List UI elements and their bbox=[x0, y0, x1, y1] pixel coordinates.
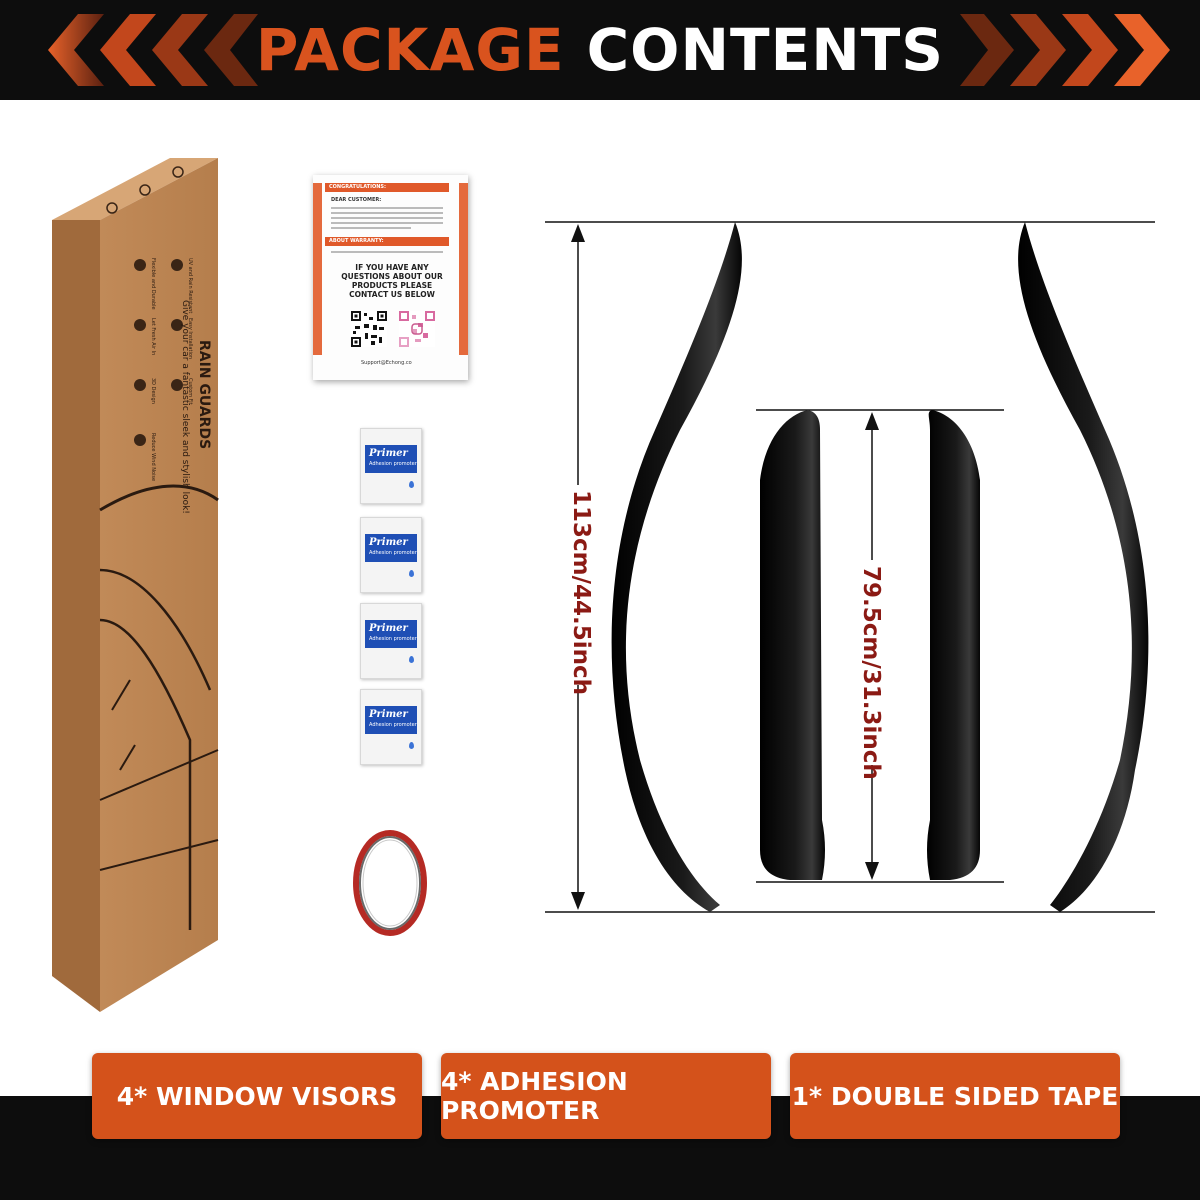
chevron-left-icon bbox=[48, 14, 258, 86]
qr-code-icon bbox=[351, 311, 387, 347]
drop-icon bbox=[409, 481, 414, 488]
drop-icon bbox=[409, 742, 414, 749]
leaflet-congrats: CONGRATULATIONS: bbox=[325, 183, 449, 192]
front-visor-dimension: 113cm/44.5inch bbox=[568, 490, 594, 696]
leaflet-warranty: ABOUT WARRANTY: bbox=[325, 237, 449, 246]
box-feature-5: Custom Fit bbox=[187, 378, 193, 405]
title-package: PACKAGE bbox=[255, 16, 565, 84]
box-feature-3: Easy Installation bbox=[187, 318, 193, 359]
primer-sachet: Primer Adhesion promoter bbox=[360, 517, 422, 593]
leaflet-email: Support@Echong.co bbox=[361, 360, 412, 366]
primer-sub: Adhesion promoter bbox=[369, 636, 417, 642]
product-box: RAIN GUARDS Give your car a fantastic sl… bbox=[52, 158, 219, 1012]
leaflet-dear: DEAR CUSTOMER: bbox=[331, 197, 382, 203]
primer-sachet: Primer Adhesion promoter bbox=[360, 428, 422, 504]
qr-code-social-icon bbox=[399, 311, 435, 347]
primer-sub: Adhesion promoter bbox=[369, 550, 417, 556]
box-feature-2: UV and Rain Resistant bbox=[187, 258, 193, 313]
title-contents: CONTENTS bbox=[586, 16, 945, 84]
box-feature-4: Let Fresh Air In bbox=[150, 318, 156, 355]
primer-sub: Adhesion promoter bbox=[369, 722, 417, 728]
primer-sub: Adhesion promoter bbox=[369, 461, 417, 467]
tape-roll-icon bbox=[353, 830, 427, 936]
box-feature-6: 3D Design bbox=[150, 378, 156, 404]
label-adhesion-promoter: 4* ADHESION PROMOTER bbox=[441, 1053, 771, 1139]
primer-sachet: Primer Adhesion promoter bbox=[360, 689, 422, 765]
drop-icon bbox=[409, 656, 414, 663]
box-brand: RAIN GUARDS bbox=[196, 340, 212, 449]
primer-name: Primer bbox=[369, 448, 408, 459]
box-feature-7: Reduce Wind Noise bbox=[150, 433, 156, 481]
drop-icon bbox=[409, 570, 414, 577]
instruction-leaflet: CONGRATULATIONS: DEAR CUSTOMER: ABOUT WA… bbox=[313, 175, 468, 380]
page-title: PACKAGE CONTENTS bbox=[0, 0, 1200, 100]
rear-visor-dimension: 79.5cm/31.3inch bbox=[858, 566, 884, 780]
box-tagline: Give your car a fantastic sleek and styl… bbox=[180, 300, 190, 514]
primer-name: Primer bbox=[369, 709, 408, 720]
label-double-sided-tape: 1* DOUBLE SIDED TAPE bbox=[790, 1053, 1120, 1139]
chevron-right-icon bbox=[960, 14, 1170, 86]
primer-name: Primer bbox=[369, 537, 408, 548]
header-bar: PACKAGE CONTENTS bbox=[0, 0, 1200, 100]
visor-illustration bbox=[545, 221, 1155, 913]
label-window-visors: 4* WINDOW VISORS bbox=[92, 1053, 422, 1139]
leaflet-question: IF YOU HAVE ANY QUESTIONS ABOUT OUR PROD… bbox=[341, 263, 443, 299]
box-feature-1: Flexible and Durable bbox=[150, 258, 156, 310]
primer-sachet: Primer Adhesion promoter bbox=[360, 603, 422, 679]
primer-name: Primer bbox=[369, 623, 408, 634]
